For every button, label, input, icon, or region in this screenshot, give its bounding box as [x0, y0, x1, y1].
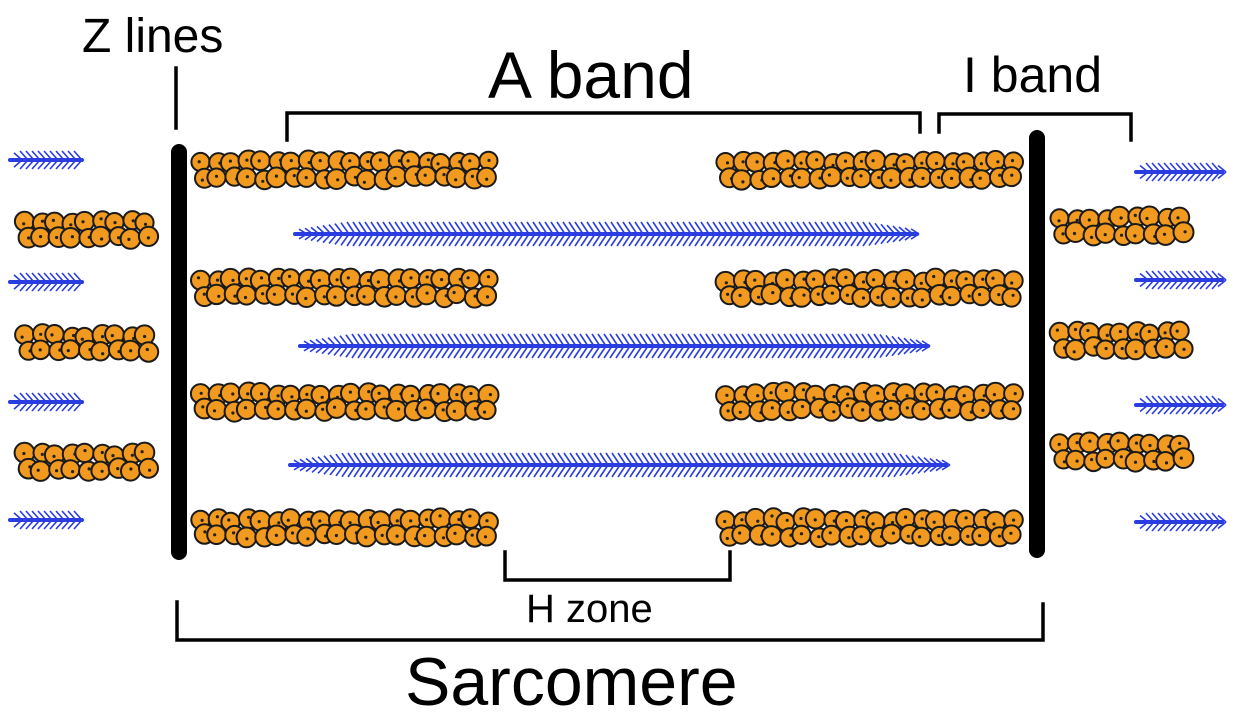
- myosin-filament: [293, 221, 920, 247]
- myosin-filaments: [8, 150, 1227, 532]
- actin-filament-inner-left: [189, 381, 500, 423]
- myosin-stub-left: [8, 510, 84, 530]
- myosin-filament: [298, 333, 931, 359]
- myosin-stub-right: [1134, 270, 1227, 290]
- actin-filament-outer-right: [1049, 205, 1195, 247]
- h-zone-label: H zone: [526, 587, 653, 631]
- a-band-label: A band: [488, 38, 694, 112]
- actin-filament-outer-right: [1048, 320, 1194, 361]
- sarcomere-bracket: [175, 600, 1045, 642]
- actin-filament-outer-right: [1049, 431, 1195, 473]
- actin-filament-inner-left: [190, 507, 499, 549]
- actin-filament-inner-right: [715, 149, 1024, 191]
- actin-filament-inner-right: [715, 507, 1024, 549]
- a-band-bracket: [285, 111, 922, 142]
- h-zone-bracket: [503, 550, 732, 582]
- myosin-stub-left: [8, 392, 84, 412]
- actin-filament-inner-left: [190, 267, 499, 309]
- myosin-stub-right: [1134, 512, 1227, 532]
- actin-filament-inner-left: [190, 149, 499, 191]
- z-lines-label: Z lines: [82, 10, 223, 63]
- myosin-filament: [288, 452, 951, 478]
- i-band-bracket: [937, 112, 1133, 142]
- actin-filament-inner-right: [715, 381, 1024, 423]
- actin-filament-outer-left: [13, 441, 159, 482]
- actin-filament-outer-left: [13, 210, 160, 250]
- actin-filaments: [13, 149, 1195, 549]
- actin-filament-inner-right: [714, 267, 1024, 309]
- actin-filament-outer-left: [14, 323, 160, 363]
- myosin-stub-right: [1134, 162, 1227, 182]
- myosin-stub-left: [8, 150, 84, 170]
- myosin-stub-left: [8, 272, 84, 292]
- sarcomere-label: Sarcomere: [405, 644, 738, 720]
- i-band-label: I band: [963, 47, 1102, 103]
- myosin-stub-right: [1134, 395, 1227, 415]
